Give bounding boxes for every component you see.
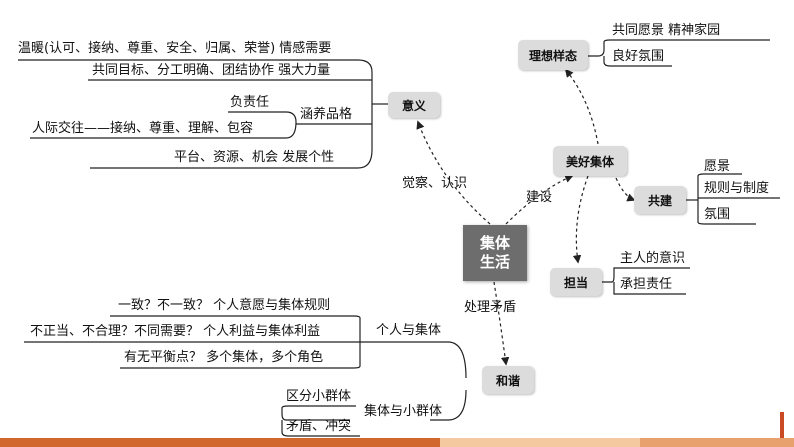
node-meihao: 美好集体 — [553, 146, 627, 176]
hexie-group1-item2: 不正当、不合理？不同需要？ 个人利益与集体利益 — [30, 324, 321, 339]
yiyi-row2: 共同目标、分工明确、团结协作 强大力量 — [92, 63, 331, 78]
hexie-group1-head: 个人与集体 — [376, 323, 442, 338]
gongjian-item2: 规则与制度 — [704, 181, 770, 196]
node-lixiang: 理想样态 — [518, 40, 588, 70]
hexie-group2-item2: 矛盾、冲突 — [286, 419, 352, 434]
node-hexie: 和谐 — [482, 366, 534, 394]
yiyi-row1: 温暖(认可、接纳、尊重、安全、归属、荣誉) 情感需要 — [18, 41, 332, 56]
hexie-group1-item3: 有无平衡点？ 多个集体，多个角色 — [124, 350, 324, 365]
edge-label-chuli: 处理矛盾 — [464, 300, 517, 315]
hexie-group2-head: 集体与小群体 — [364, 404, 443, 419]
gongjian-item1: 愿景 — [704, 159, 731, 174]
center-line1: 集体 — [479, 234, 510, 252]
yiyi-row3-b: 人际交往——接纳、尊重、理解、包容 — [32, 121, 254, 136]
node-dandang: 担当 — [550, 268, 602, 296]
gongjian-item3: 氛围 — [704, 207, 731, 222]
center-line2: 生活 — [479, 253, 510, 271]
bar-segment-orange — [0, 438, 440, 447]
center-node: 集体 生活 — [463, 225, 527, 281]
edge-label-juecha: 觉察、认识 — [402, 176, 468, 191]
yiyi-row4: 平台、资源、机会 发展个性 — [174, 150, 335, 165]
yiyi-row3-a: 负责任 — [230, 95, 270, 110]
bar-segment-mid — [640, 438, 794, 447]
hexie-group1-item1: 一致？不一致？ 个人意愿与集体规则 — [118, 298, 331, 313]
hexie-group2-item1: 区分小群体 — [286, 389, 352, 404]
node-gongjian: 共建 — [634, 186, 686, 214]
yiyi-row3-head: 涵养品格 — [300, 107, 353, 122]
lixiang-item1: 共同愿景 精神家园 — [612, 23, 721, 38]
edge-label-jianshe: 建设 — [526, 190, 553, 205]
dandang-item2: 承担责任 — [620, 277, 673, 292]
node-yiyi: 意义 — [388, 92, 440, 118]
bottom-decor-bar — [0, 438, 794, 447]
dandang-item1: 主人的意识 — [620, 251, 686, 266]
lixiang-item2: 良好氛围 — [612, 49, 665, 64]
bar-segment-light — [440, 438, 640, 447]
corner-decor-mark — [780, 412, 784, 438]
